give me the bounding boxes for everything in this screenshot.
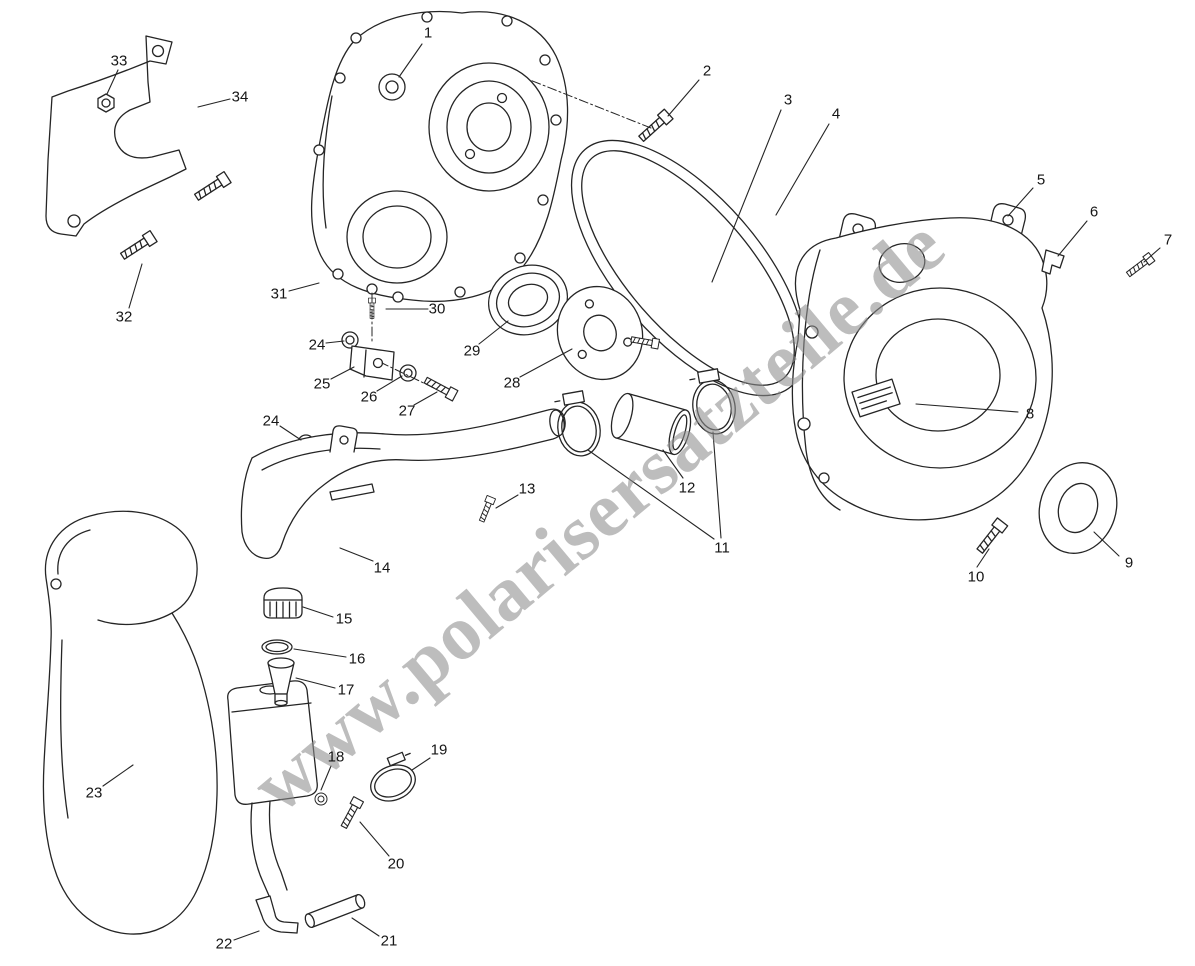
callout-17: 17 [337, 681, 355, 699]
part-clutch-hub-28 [556, 285, 644, 381]
leader-line-2 [667, 79, 700, 117]
callout-32: 32 [115, 308, 133, 326]
leader-line-11 [712, 431, 722, 539]
leader-line-23 [102, 764, 134, 787]
callout-3: 3 [783, 91, 793, 109]
part-nut-33 [97, 93, 115, 113]
part-duct-tube-12 [610, 392, 692, 456]
part-elbow-22 [255, 895, 299, 934]
leader-line-17 [295, 677, 336, 689]
callout-9: 9 [1124, 554, 1134, 572]
construction-line [381, 362, 435, 389]
part-muffler-23 [42, 510, 218, 935]
callout-31: 31 [270, 285, 288, 303]
leader-line-21 [351, 917, 380, 937]
leader-line-16 [293, 648, 347, 658]
part-seal-9 [1038, 462, 1118, 554]
callout-12: 12 [678, 479, 696, 497]
leader-line-9 [1093, 531, 1120, 557]
callout-5: 5 [1036, 171, 1046, 189]
leader-line-25 [330, 366, 355, 380]
leader-line-31 [288, 282, 320, 292]
part-clamp-19 [370, 751, 416, 802]
callout-8: 8 [1025, 405, 1035, 423]
callout-7: 7 [1163, 231, 1173, 249]
part-heat-shield-14 [240, 408, 566, 560]
callout-15: 15 [335, 610, 353, 628]
leader-line-5 [1007, 187, 1034, 217]
callout-28: 28 [503, 374, 521, 392]
callout-24: 24 [262, 412, 280, 430]
part-hose-21 [304, 893, 366, 929]
part-oring-16 [261, 639, 293, 655]
callout-1: 1 [423, 24, 433, 42]
leader-line-6 [1057, 220, 1088, 257]
callout-23: 23 [85, 784, 103, 802]
leader-line-19 [411, 757, 431, 771]
part-cover-label [851, 378, 901, 418]
leader-line-12 [662, 449, 684, 479]
leader-line-27 [413, 391, 438, 406]
callout-30: 30 [428, 300, 446, 318]
leader-line-11 [587, 449, 715, 540]
leader-lines [102, 43, 1161, 941]
leader-line-20 [359, 821, 390, 857]
leader-line-18 [320, 765, 332, 791]
leader-line-13 [495, 494, 519, 509]
callout-22: 22 [215, 935, 233, 953]
part-bracket-25 [349, 345, 395, 381]
callout-27: 27 [398, 402, 416, 420]
leader-line-24 [279, 425, 302, 441]
leader-line-3 [711, 109, 782, 283]
callout-33: 33 [110, 52, 128, 70]
leader-line-10 [976, 548, 990, 568]
leader-line-24 [325, 340, 345, 344]
callout-19: 19 [430, 741, 448, 759]
leader-line-26 [376, 375, 403, 392]
part-outer-clutch-cover-8 [791, 203, 1053, 521]
part-seal-29 [488, 264, 568, 336]
leader-line-28 [519, 348, 573, 378]
part-canister [227, 680, 318, 899]
callout-18: 18 [327, 748, 345, 766]
leader-line-32 [128, 263, 143, 309]
callout-25: 25 [313, 375, 331, 393]
leader-line-29 [478, 320, 509, 345]
part-inner-clutch-cover-31 [310, 10, 569, 303]
callout-29: 29 [463, 342, 481, 360]
part-cap-15 [263, 587, 303, 619]
callout-34: 34 [231, 88, 249, 106]
leader-line-22 [233, 930, 260, 941]
leader-line-8 [915, 403, 1019, 413]
callout-11: 11 [714, 539, 730, 557]
part-hose-clamp-11-right [689, 368, 736, 435]
callout-6: 6 [1089, 203, 1099, 221]
callout-4: 4 [831, 105, 841, 123]
construction-lines [371, 79, 652, 389]
callout-21: 21 [380, 932, 398, 950]
callout-16: 16 [348, 650, 366, 668]
leader-line-33 [106, 69, 119, 95]
leader-line-4 [775, 123, 830, 216]
callout-14: 14 [373, 559, 391, 577]
leader-line-34 [197, 98, 231, 108]
part-washer-1 [378, 73, 406, 101]
callout-26: 26 [360, 388, 378, 406]
callout-2: 2 [702, 62, 712, 80]
callout-13: 13 [518, 480, 536, 498]
leader-line-15 [302, 606, 334, 618]
construction-line [529, 79, 652, 129]
leader-line-1 [398, 43, 423, 78]
part-hose-clamp-11-left [554, 390, 601, 457]
part-fitting-17 [267, 657, 295, 707]
leader-line-7 [1143, 247, 1161, 263]
callout-10: 10 [967, 568, 985, 586]
callout-20: 20 [387, 855, 405, 873]
leader-line-14 [339, 547, 374, 562]
callout-24: 24 [308, 336, 326, 354]
